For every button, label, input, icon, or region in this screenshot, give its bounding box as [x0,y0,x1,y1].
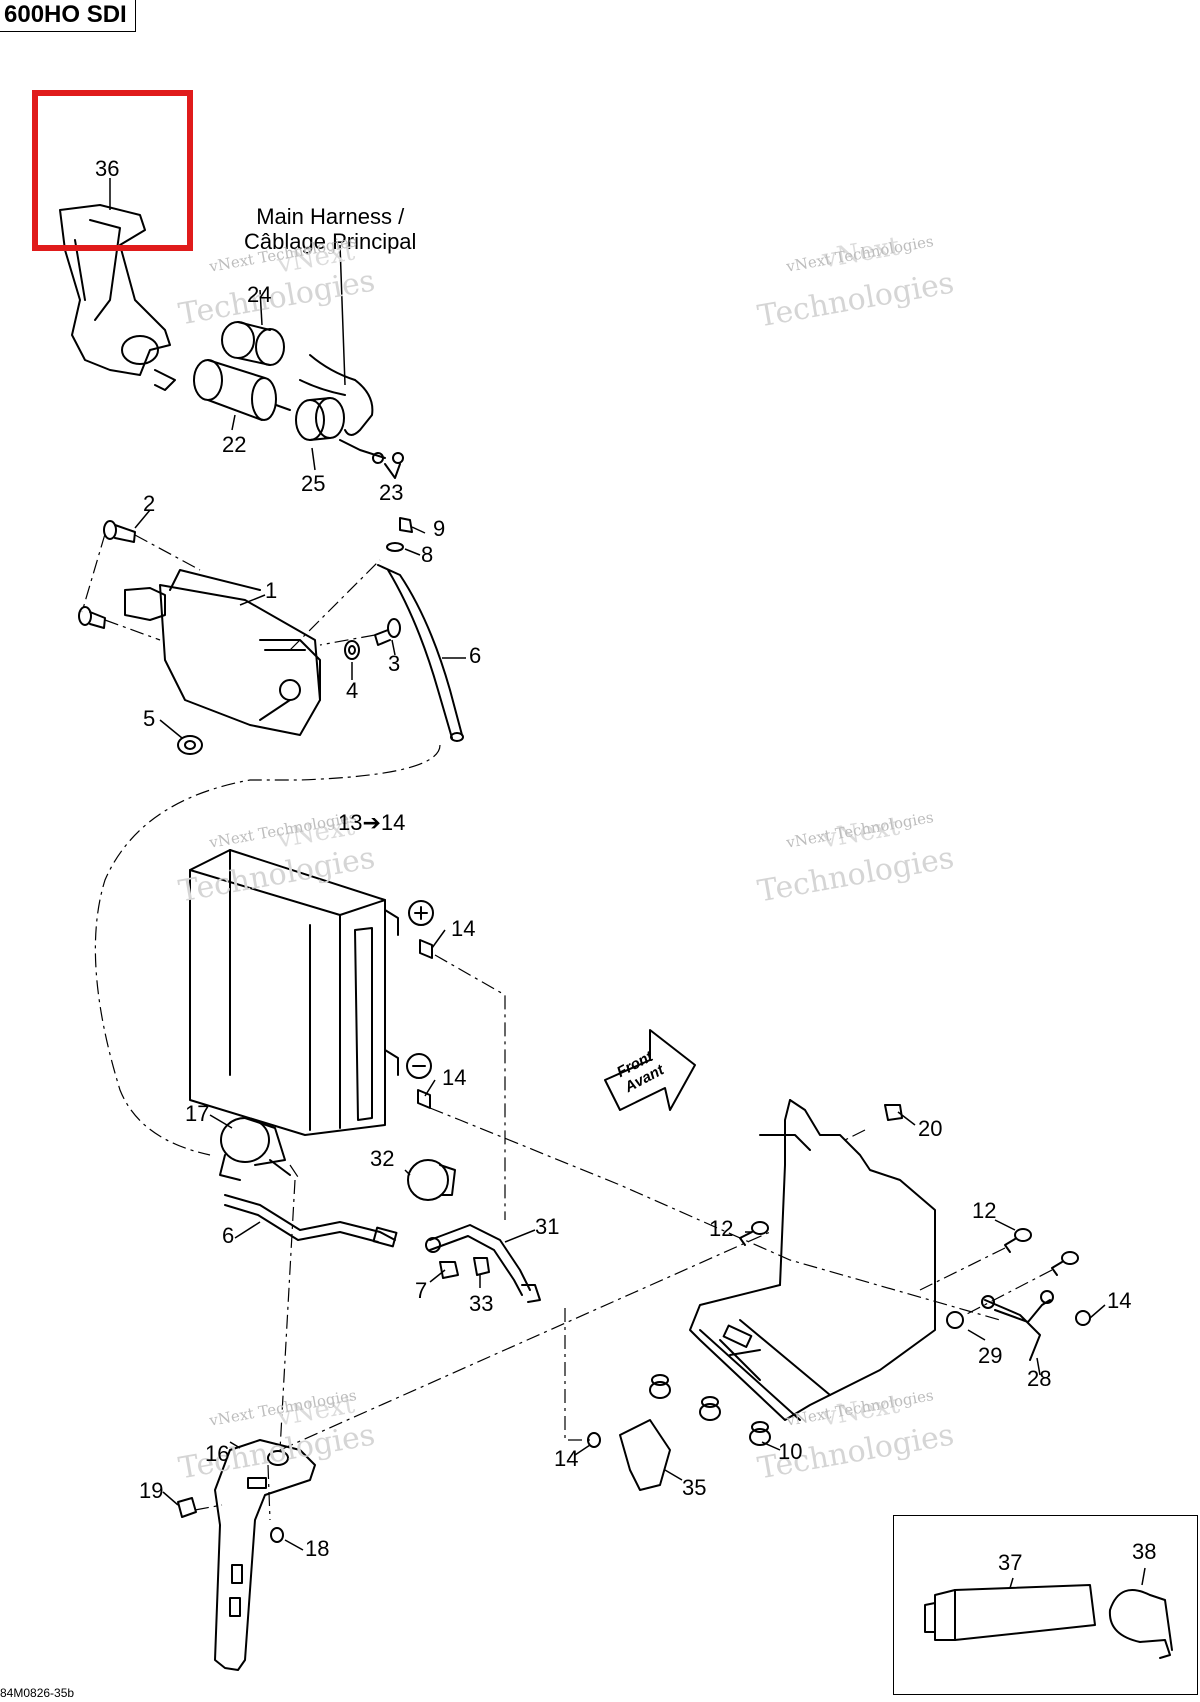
part-20-nut [884,1104,903,1121]
callout-17[interactable]: 17 [185,1101,210,1126]
part-22-cylinder [193,359,291,421]
part-38-clip [1108,1589,1173,1659]
part-8-washer [386,542,404,552]
callout-20[interactable]: 20 [918,1116,943,1141]
callout-5[interactable]: 5 [143,706,156,731]
battery-tray [689,1099,936,1421]
callout-29[interactable]: 29 [978,1343,1003,1368]
main-harness-label: Main Harness / Câblage Principal [244,204,416,254]
callout-6-top[interactable]: 6 [469,643,482,668]
callout-24[interactable]: 24 [247,282,272,307]
callout-23[interactable]: 23 [379,480,404,505]
callout-8[interactable]: 8 [421,542,434,567]
part-3-bolt [374,618,401,646]
callout-14-mid[interactable]: 14 [442,1065,467,1090]
part-35-boot [619,1419,671,1491]
part-9-cap [399,517,413,533]
highlight-box-part-36 [32,90,193,251]
callout-12-left[interactable]: 12 [709,1216,734,1241]
part-6-cable-bottom [224,1194,398,1248]
part-25-ring [295,397,345,441]
callout-3[interactable]: 3 [388,651,401,676]
callout-1[interactable]: 1 [265,578,278,603]
callout-9[interactable]: 9 [433,516,446,541]
part-12-bolts [739,1221,1079,1276]
part-33-nut [473,1257,490,1276]
part-37-tube [924,1584,1096,1641]
part-14-nuts [417,939,433,1109]
diagram-title: 600HO SDI [0,0,136,32]
part-17-solenoid [219,1117,291,1181]
drawing-code: 84M0826-35b [0,1686,75,1700]
callout-32[interactable]: 32 [370,1146,395,1171]
part-29-washer [946,1311,964,1329]
callout-7[interactable]: 7 [415,1278,428,1303]
part-24-sleeve [221,321,285,366]
part-31-cable [425,1224,541,1303]
callout-14-right[interactable]: 14 [1107,1288,1132,1313]
part-4-washer [344,640,360,660]
callout-2[interactable]: 2 [143,491,156,516]
main-harness [299,354,386,459]
callout-14-top[interactable]: 14 [451,916,476,941]
part-6-cable-top [377,564,464,742]
callout-18[interactable]: 18 [305,1536,330,1561]
callout-31[interactable]: 31 [535,1214,560,1239]
callout-16[interactable]: 16 [205,1441,230,1466]
callout-12-right[interactable]: 12 [972,1198,997,1223]
callout-38[interactable]: 38 [1132,1539,1157,1564]
callout-10[interactable]: 10 [778,1439,803,1464]
part-16-bracket [214,1439,316,1671]
main-harness-label-line2: Câblage Principal [244,229,417,254]
part-18-screw [270,1527,284,1543]
part-5-washer [177,735,203,755]
callout-13-14[interactable]: 13➔14 [338,810,406,835]
inset-box [893,1515,1198,1695]
callout-37[interactable]: 37 [998,1550,1023,1575]
part-23-screws [372,452,404,479]
part-14-bolt-right [1075,1310,1091,1326]
callout-25[interactable]: 25 [301,471,326,496]
callout-4[interactable]: 4 [346,678,359,703]
part-28-cable [981,1290,1054,1361]
battery [189,849,399,1136]
callout-19[interactable]: 19 [139,1478,164,1503]
callout-36[interactable]: 36 [95,156,120,181]
front-arrow [604,1029,696,1111]
callout-33[interactable]: 33 [469,1291,494,1316]
part-2-bolts [78,520,136,629]
main-harness-label-line1: Main Harness / [256,204,405,229]
callout-22[interactable]: 22 [222,432,247,457]
callout-14-bottom[interactable]: 14 [554,1446,579,1471]
callout-35[interactable]: 35 [682,1475,707,1500]
callout-6-bottom[interactable]: 6 [222,1223,235,1248]
callout-28[interactable]: 28 [1027,1366,1052,1391]
part-1-starter [124,569,321,736]
part-7-nut [439,1261,459,1279]
part-32-cap [407,1159,456,1201]
battery-terminal-symbols [406,900,434,1079]
part-10-grommets [649,1374,771,1446]
part-19-bolt [177,1497,197,1518]
